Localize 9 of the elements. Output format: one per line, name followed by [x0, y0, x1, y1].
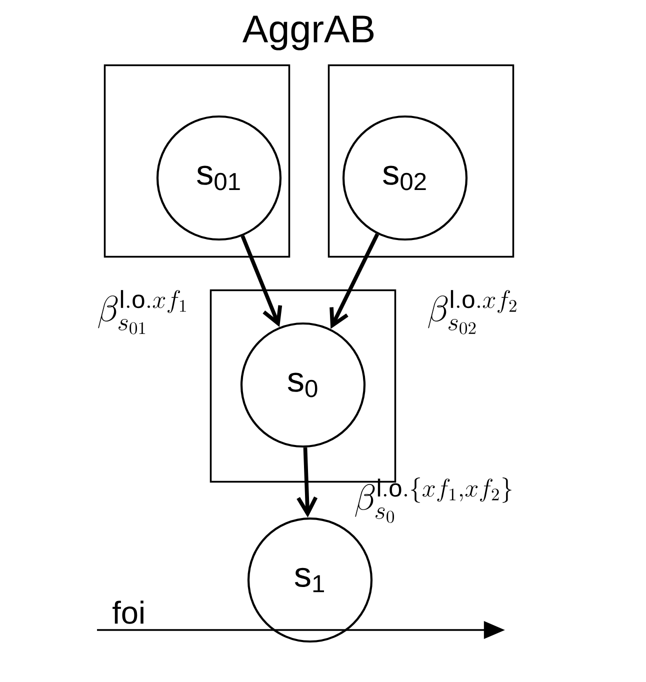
arrow-label: foi [112, 600, 144, 624]
plate-box [104, 64, 290, 258]
plate-box [328, 64, 514, 258]
arrow [240, 235, 282, 328]
edge-label: $\beta^{\mathrm{l.o.}xf_1}_{s_{01}}$ [98, 290, 186, 334]
arrow [330, 233, 380, 329]
title: AggrAB [242, 16, 374, 50]
edge-label: $\beta^{\mathrm{l.o.}xf_2}_{s_{02}}$ [428, 290, 516, 334]
arrow [296, 447, 318, 518]
